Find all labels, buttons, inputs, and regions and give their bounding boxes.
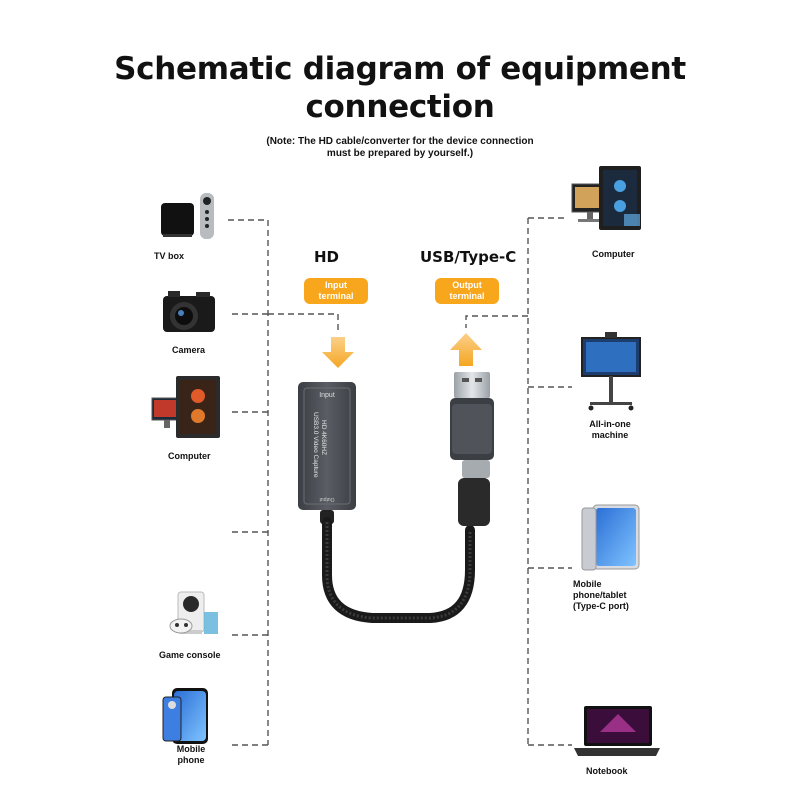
usb-line: [465, 315, 528, 328]
hd-port-title: HD: [314, 248, 340, 266]
camera-icon: [163, 291, 215, 332]
cable-splitter: [458, 478, 490, 526]
pc-icon-right: [571, 166, 641, 230]
label-allinone-line-1: All-in-one: [589, 419, 631, 429]
capture-dongle-body: [298, 382, 356, 510]
tv-box-icon: [161, 193, 214, 239]
label-tablet-line-2: phone/tablet: [573, 590, 627, 600]
label-mobile-phone: Mobile phone: [168, 744, 214, 766]
mobile-phone-icon-left: [162, 688, 208, 744]
capture-cable: [322, 517, 475, 623]
dashed-lines: [228, 217, 572, 746]
output-terminal-badge: Output terminal: [435, 278, 499, 304]
input-badge-line-2: terminal: [318, 291, 354, 301]
input-badge-line-1: Input: [325, 280, 347, 290]
dongle-model-line-1: HD 4K60HZ: [320, 420, 327, 455]
dongle-output-label: Output: [319, 496, 335, 502]
title-line-2: connection: [305, 89, 495, 125]
label-computer-left: Computer: [168, 451, 211, 461]
label-tv-box: TV box: [154, 251, 185, 261]
label-mobile-line-1: Mobile: [176, 744, 206, 754]
note: (Note: The HD cable/converter for the de…: [0, 136, 800, 160]
type-c-connector: [462, 460, 490, 478]
label-tablet: Mobile phone/tablet (Type-C port): [573, 579, 629, 612]
notebook-icon: [574, 706, 660, 756]
output-badge-line-2: terminal: [449, 291, 485, 301]
label-all-in-one: All-in-one machine: [582, 419, 638, 441]
dongle-model-line-2: USB3.0 Video Capture: [312, 412, 319, 478]
all-in-one-icon: [581, 332, 641, 411]
input-arrow: [322, 337, 354, 368]
usb-port-title: USB/Type-C: [420, 248, 517, 266]
hd-line: [268, 313, 339, 330]
tablet-icon: [581, 504, 640, 571]
output-badge-line-1: Output: [452, 280, 482, 290]
label-computer-right: Computer: [592, 249, 635, 259]
diagram-title: Schematic diagram of equipment connectio…: [0, 50, 800, 126]
title-line-1: Schematic diagram of equipment: [114, 51, 686, 87]
pc-icon-left: [151, 376, 220, 438]
input-terminal-badge: Input terminal: [304, 278, 368, 304]
label-tablet-line-1: Mobile: [573, 579, 602, 589]
label-notebook: Notebook: [586, 766, 628, 776]
label-tablet-line-3: (Type-C port): [573, 601, 629, 611]
dongle-input-label: Input: [319, 392, 335, 399]
capture-device: Input Output HD 4K60HZ USB3.0 Video Capt…: [298, 372, 494, 623]
note-line-1: (Note: The HD cable/converter for the de…: [266, 136, 534, 147]
usb-a-connector: [454, 372, 490, 398]
game-console-icon: [169, 591, 218, 634]
label-camera: Camera: [172, 345, 206, 355]
label-mobile-line-2: phone: [177, 755, 205, 765]
label-allinone-line-2: machine: [591, 430, 629, 440]
output-arrow: [450, 333, 482, 366]
label-game-console: Game console: [159, 650, 221, 660]
note-line-2: must be prepared by yourself.): [326, 148, 474, 159]
